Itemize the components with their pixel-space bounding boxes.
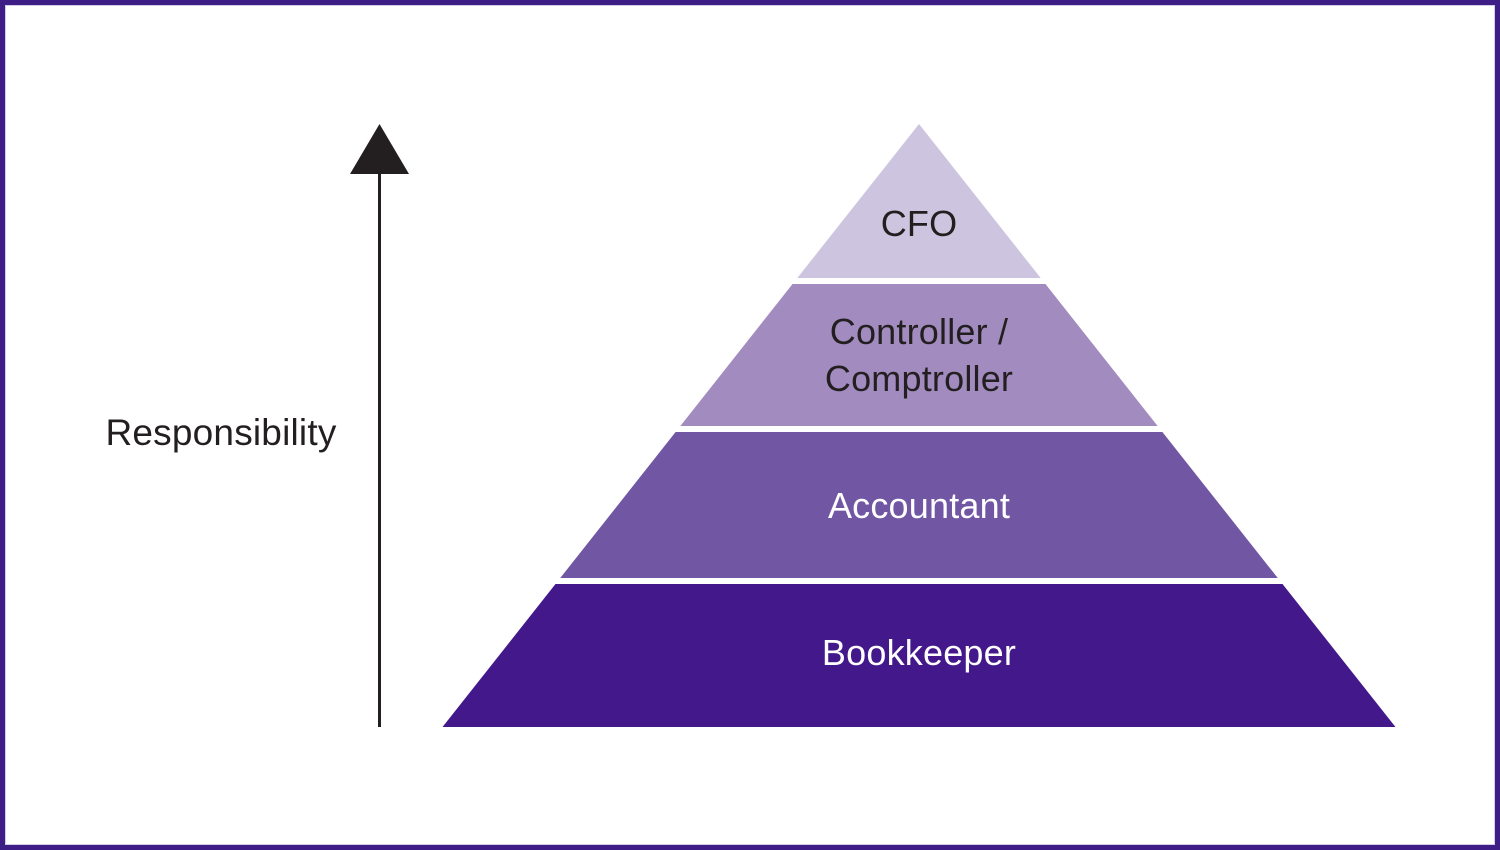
pyramid-canvas	[350, 124, 1396, 727]
responsibility-axis-label: Responsibility	[105, 412, 337, 453]
tier-label-line-2: Comptroller	[824, 358, 1014, 399]
pyramid-tier-accountant	[560, 432, 1278, 578]
tier-label-cfo: CFO	[880, 203, 958, 244]
tier-label-controller-comptroller: Controller / Comptroller	[825, 308, 1013, 402]
pyramid-tier-controller-comptroller	[680, 284, 1158, 426]
tier-label-accountant: Accountant	[827, 485, 1011, 526]
tier-label-line-1: Controller /	[829, 311, 1009, 352]
pyramid-tier-cfo	[797, 124, 1041, 278]
pyramid-tier-bookkeeper	[442, 584, 1396, 727]
tier-label-bookkeeper: Bookkeeper	[821, 632, 1017, 673]
up-arrow-icon	[350, 124, 409, 174]
